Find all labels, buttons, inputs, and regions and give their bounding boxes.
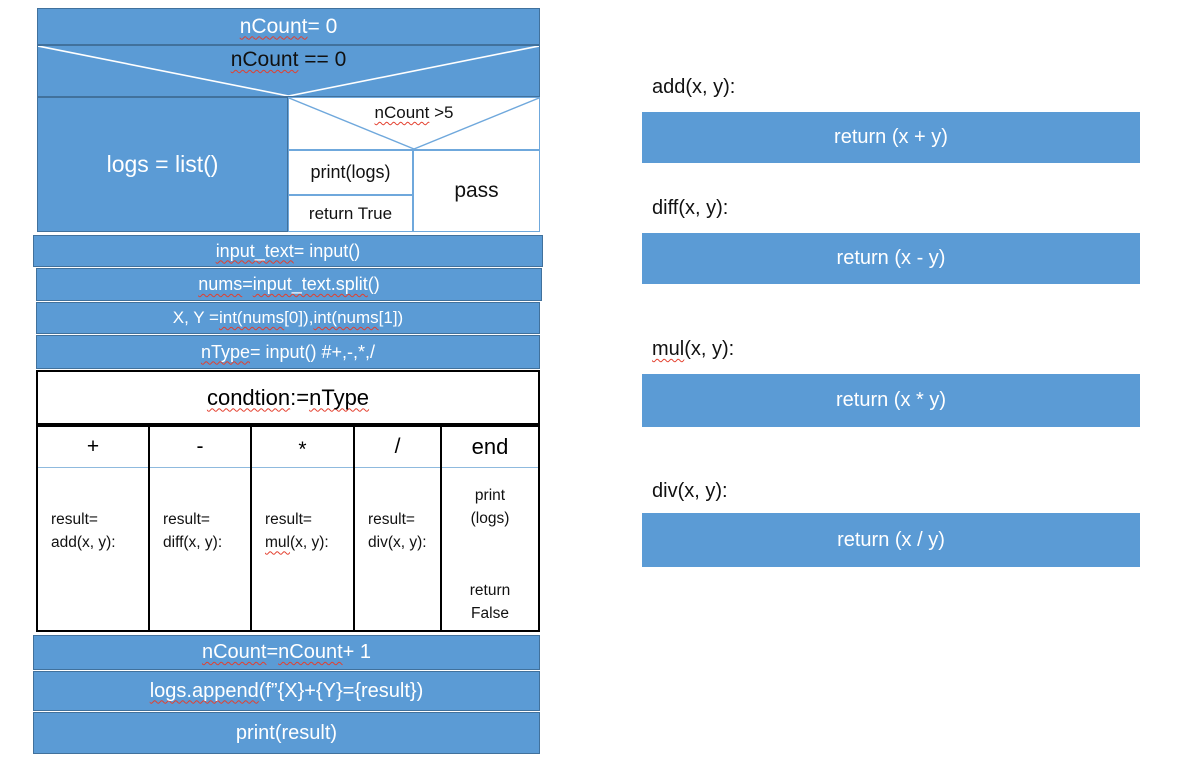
case-header-plus: + xyxy=(38,427,148,468)
switch-case-table: + result=add(x, y): - result=diff(x, y):… xyxy=(36,425,540,632)
case-header-slash: / xyxy=(355,427,440,468)
case-body-minus: result=diff(x, y): xyxy=(163,511,223,552)
branch-condition-label: nCount == 0 xyxy=(230,48,347,71)
branch-ncount-gt-5: nCount >5 xyxy=(288,97,540,150)
case-header-end: end xyxy=(442,427,538,468)
case-col-plus: + result=add(x, y): xyxy=(38,427,148,630)
case-header-star: * xyxy=(252,427,353,468)
case-body-slash: result=div(x, y): xyxy=(368,511,427,552)
case-body-star: result=mul(x, y): xyxy=(265,511,329,552)
fn-mul-label: mul(x, y): xyxy=(652,338,735,360)
case-col-slash: / result=div(x, y): xyxy=(353,427,440,630)
end-print-logs: print(logs) xyxy=(470,487,510,528)
branch-ncount-eq-0: nCount == 0 xyxy=(37,45,540,97)
stmt-print-result: print(result) xyxy=(33,712,540,754)
stmt-ncount-init: nCount = 0 xyxy=(37,8,540,45)
branch-condition-label: nCount >5 xyxy=(374,103,454,122)
fn-div-label: div(x, y): xyxy=(652,480,728,502)
stmt-xy-assign: X, Y = int(nums[0]), int(nums[1]) xyxy=(36,302,540,334)
stmt-nums-split: nums = input_text.split() xyxy=(36,268,542,301)
fn-mul-body: return (x * y) xyxy=(642,374,1140,427)
stmt-logs-append: logs.append(f”{X}+{Y}={result}) xyxy=(33,671,540,711)
fn-add-label: add(x, y): xyxy=(652,76,736,98)
stmt-print-logs: print(logs) xyxy=(288,150,413,195)
fn-diff-body: return (x - y) xyxy=(642,233,1140,284)
fn-diff-label: diff(x, y): xyxy=(652,197,729,219)
nassi-shneiderman-diagram: nCount = 0 nCount == 0 logs = list() nCo… xyxy=(33,8,543,754)
case-body-plus: result=add(x, y): xyxy=(51,511,116,552)
stmt-ntype-input: nType = input() #+,-,*,/ xyxy=(36,335,540,369)
stmt-return-true: return True xyxy=(288,195,413,232)
case-col-minus: - result=diff(x, y): xyxy=(148,427,250,630)
fn-div-body: return (x / y) xyxy=(642,513,1140,567)
stmt-logs-list: logs = list() xyxy=(37,97,288,232)
branch-vee-lines xyxy=(38,46,539,96)
fn-add-body: return (x + y) xyxy=(642,112,1140,163)
switch-condtion-header: condtion := nType xyxy=(36,370,540,425)
case-header-minus: - xyxy=(150,427,250,468)
branch-vee-lines xyxy=(289,98,539,149)
stmt-pass: pass xyxy=(413,150,540,232)
stmt-input-text: input_text = input() xyxy=(33,235,543,267)
case-col-star: * result=mul(x, y): xyxy=(250,427,353,630)
stmt-ncount-increment: nCount = nCount + 1 xyxy=(33,635,540,670)
